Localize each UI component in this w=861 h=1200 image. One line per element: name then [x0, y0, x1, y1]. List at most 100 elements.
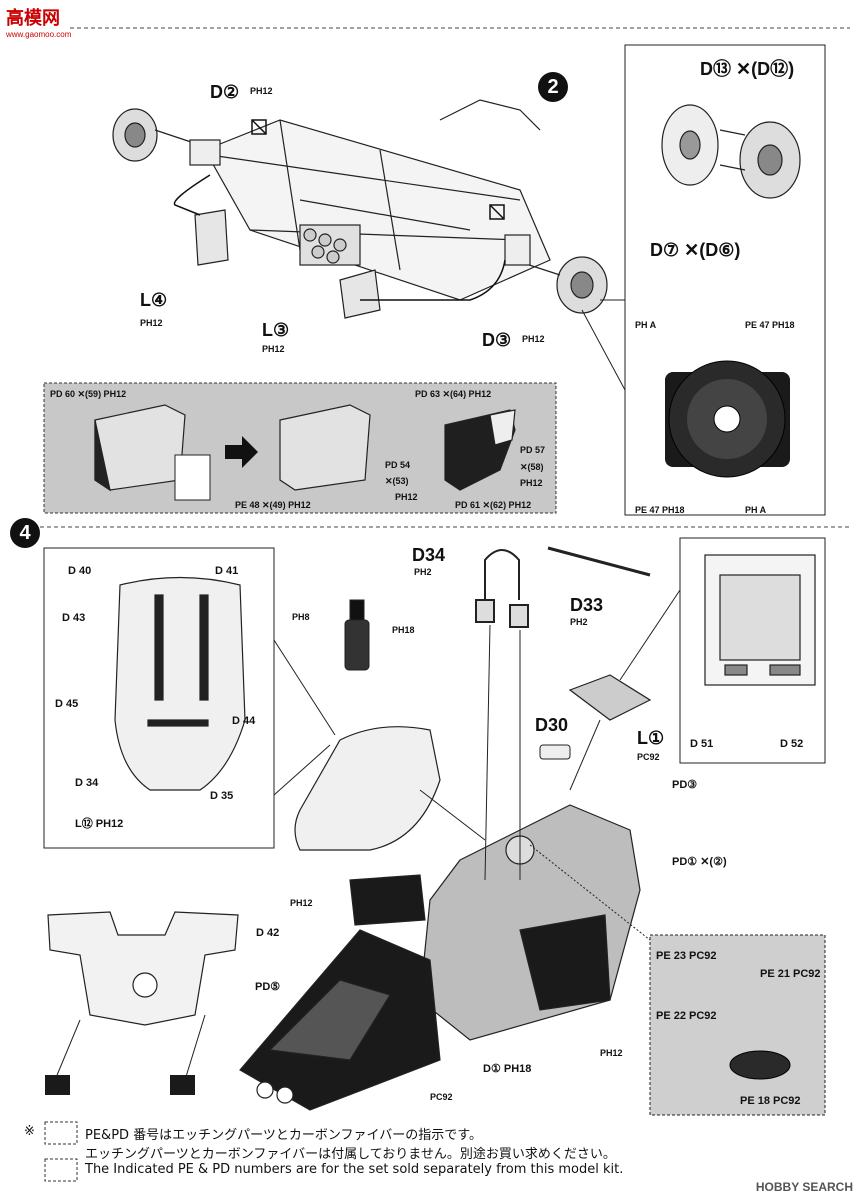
label-d51: D 51: [690, 738, 714, 750]
watermark-site: 高模网: [6, 8, 60, 28]
footnote-mark: ※: [24, 1124, 35, 1139]
arrow-icon: [225, 436, 258, 468]
label-x58: ✕(58): [520, 462, 544, 472]
label-ph12-right: PH12: [600, 1048, 623, 1058]
label-d3: D③: [482, 330, 512, 350]
label-ph8: PH8: [292, 612, 310, 622]
seat-pointer-1: [273, 639, 336, 736]
label-ph12a: PH12: [520, 478, 543, 488]
label-d2: D②: [210, 82, 240, 102]
upright-d2: [189, 139, 221, 166]
label-pd60: PD 60 ✕(59) PH12: [50, 389, 127, 399]
sidepod-right: [279, 404, 371, 491]
label-d42: D 42: [256, 927, 280, 939]
label-d44: D 44: [232, 715, 256, 727]
label-d35: D 35: [210, 790, 234, 802]
label-d7: D⑦ ✕(D⑥): [650, 240, 741, 260]
label-x53: ✕(53): [385, 476, 409, 486]
seat-inset-frame: [43, 547, 275, 849]
label-pha-top: PH A: [635, 320, 657, 330]
label-ph12b: PH12: [395, 492, 418, 502]
floor-panel: [47, 911, 239, 1026]
label-d34-top-ph: PH2: [414, 567, 432, 577]
pd-badge-icon-right: [170, 1075, 195, 1095]
label-d33: D33: [570, 595, 604, 615]
seat-main: [294, 726, 441, 851]
label-pd54: PD 54: [385, 460, 411, 470]
rear-left-hub: [112, 108, 201, 162]
label-d40: D 40: [68, 565, 92, 577]
label-pd61: PD 61 ✕(62) PH12: [455, 500, 532, 510]
guide-line-1: [419, 789, 486, 841]
label-pd3: PD③: [672, 779, 698, 791]
connector-line-l4: [173, 174, 211, 216]
footnote-box-2: [44, 1158, 78, 1182]
label-pe47-bot: PE 47 PH18: [635, 505, 685, 515]
label-d1: D① PH18: [483, 1063, 532, 1075]
label-l1: L①: [637, 728, 665, 748]
label-ph18: PH18: [392, 625, 415, 635]
label-pd1: PD① ✕(②): [672, 856, 727, 868]
ecu-inset-frame: [679, 537, 826, 764]
step-number-2: 2: [538, 72, 568, 102]
watermark-url: www.gaomoo.com: [6, 30, 72, 39]
label-pd5: PD⑤: [255, 981, 281, 993]
label-l4-ph: PH12: [140, 318, 163, 328]
pd-badge-icon-left: [45, 1075, 70, 1095]
seat-pointer-2: [273, 744, 331, 796]
label-d33-ph: PH2: [570, 617, 588, 627]
ecu-unit: [568, 674, 652, 721]
label-d45: D 45: [55, 698, 79, 710]
label-l4: L④: [140, 290, 168, 310]
inset-pointer-1: [581, 309, 626, 391]
connector-line-l3: [360, 259, 506, 301]
seat-with-belts: [114, 576, 246, 791]
label-d52: D 52: [780, 738, 804, 750]
part-l4: [194, 209, 229, 266]
guide-line-2: [484, 624, 491, 881]
floor-pointer-2: [184, 1014, 206, 1081]
footnote-box-1: [44, 1121, 78, 1145]
label-pe23: PE 23 PC92: [656, 950, 717, 962]
cut-mark-2: [489, 204, 505, 220]
label-pe47-top: PE 47 PH18: [745, 320, 795, 330]
label-l3: L③: [262, 320, 290, 340]
brand-watermark: HOBBY SEARCH: [755, 1180, 853, 1194]
pe48-sheet: [174, 454, 211, 501]
part-l3: [339, 269, 381, 319]
hub-inset-frame: [624, 44, 826, 516]
label-d30: D30: [535, 715, 569, 735]
label-pe48: PE 48 ✕(49) PH12: [235, 500, 311, 510]
wheel-hub-detail: [665, 360, 790, 478]
label-l12: L⑫ PH12: [75, 818, 124, 830]
label-l3-ph: PH12: [262, 344, 285, 354]
footnote-jp-1: PE&PD 番号はエッチングパーツとカーボンファイバーの指示です。: [85, 1128, 482, 1143]
step-number-4: 4: [10, 518, 40, 548]
fuel-cap-plate: [729, 1050, 791, 1080]
fuel-cap-pointer: [529, 844, 651, 941]
guide-line-ecu: [569, 719, 601, 791]
pe-fuel-cap-inset: [649, 934, 826, 1116]
label-pha-bot: PH A: [745, 505, 767, 515]
label-pd63: PD 63 ✕(64) PH12: [415, 389, 492, 399]
label-pd57: PD 57: [520, 445, 546, 455]
label-pe22: PE 22 PC92: [656, 1010, 717, 1022]
ecu-pointer: [619, 589, 681, 681]
label-d34-seat: D 34: [75, 777, 99, 789]
floor-pointer-1: [54, 1019, 81, 1081]
brake-disc-exploded: [661, 104, 801, 199]
label-pe21: PE 21 PC92: [760, 968, 821, 980]
chassis-frame: [204, 99, 551, 301]
label-pe18: PE 18 PC92: [740, 1095, 801, 1107]
sidepod-part-dark: [444, 409, 516, 491]
footnote-en: The Indicated PE & PD numbers are for th…: [85, 1162, 624, 1177]
footnote-jp-2: エッチングパーツとカーボンファイバーは付属しておりません。別途お買い求めください…: [85, 1147, 616, 1162]
cut-mark-1: [251, 119, 267, 135]
watermark-logo: 高模网 www.gaomoo.com: [6, 4, 71, 39]
label-d34-top: D34: [412, 545, 446, 565]
fire-extinguisher-d30: [539, 744, 571, 760]
roll-bar: [475, 549, 529, 628]
label-pc92: PC92: [430, 1092, 453, 1102]
label-ph12-frame: PH12: [290, 898, 313, 908]
